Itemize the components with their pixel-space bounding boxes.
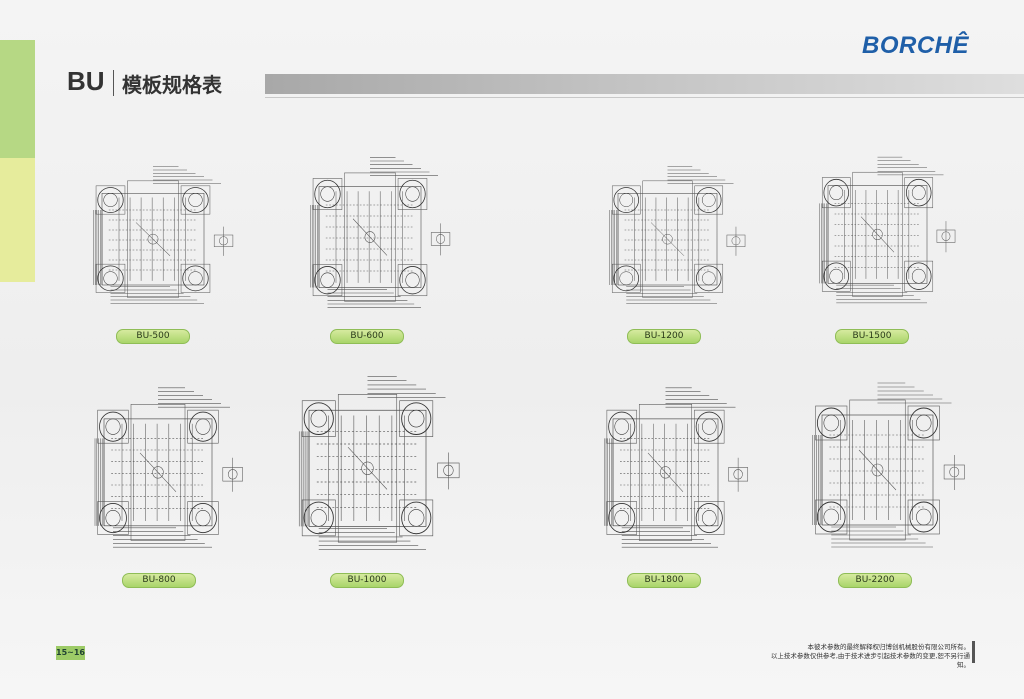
model-label: BU-600: [330, 329, 404, 344]
platen-diagram-bu-600: [285, 150, 455, 315]
page-number: 15~16: [56, 646, 85, 660]
model-label: BU-500: [116, 329, 190, 344]
platen-diagram-bu-1800: [578, 380, 753, 555]
platen-diagram-bu-1500: [795, 150, 960, 310]
page-title: 模板规格表: [122, 73, 222, 97]
series-code: BU: [67, 66, 105, 96]
model-label: BU-1500: [835, 329, 909, 344]
model-label: BU-1800: [627, 573, 701, 588]
model-label: BU-2200: [838, 573, 912, 588]
disclaimer-note: 本彼术参数的最终解释权归博创机械股份有限公司所有。 以上技术参数仅供参考,由于技…: [760, 643, 970, 670]
platen-diagram-bu-800: [68, 380, 248, 555]
title-underline: [265, 97, 1024, 98]
platen-diagram-bu-1000: [270, 368, 465, 558]
platen-diagram-bu-1200: [585, 160, 750, 310]
side-tab-yellow: [0, 158, 35, 282]
platen-diagram-bu-2200: [785, 375, 970, 555]
model-label: BU-800: [122, 573, 196, 588]
side-tab-green: [0, 40, 35, 158]
disclaimer-line-1: 本彼术参数的最终解释权归博创机械股份有限公司所有。: [807, 643, 971, 651]
title-separator: [113, 70, 114, 96]
platen-diagram-bu-500: [68, 160, 238, 310]
disclaimer-line-2: 以上技术参数仅供参考,由于技术进步引起技术参数的变更,恕不另行通知。: [770, 652, 970, 669]
brand-logo: BORCHÊ: [862, 32, 970, 59]
model-label: BU-1000: [330, 573, 404, 588]
title-bar: [265, 74, 1024, 94]
note-bar: [972, 641, 975, 663]
model-label: BU-1200: [627, 329, 701, 344]
